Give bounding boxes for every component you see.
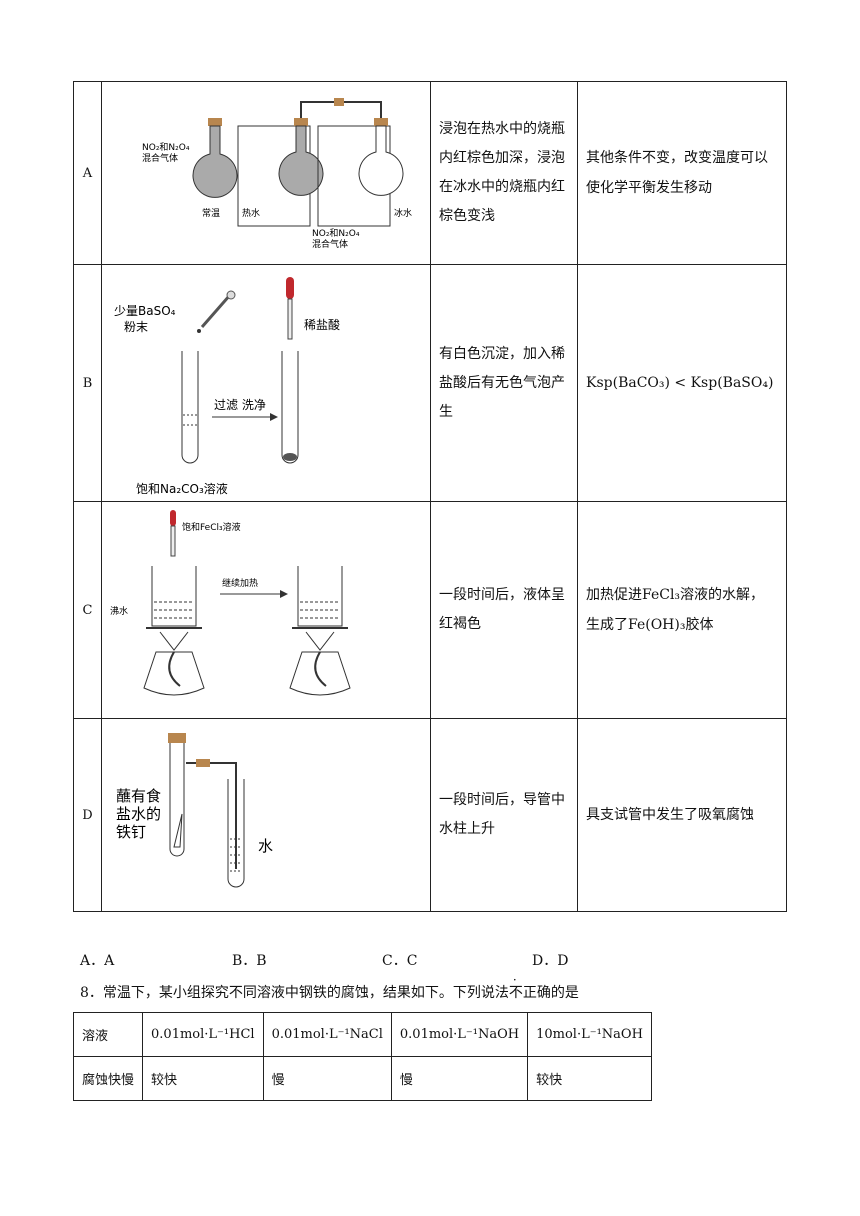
table-row: 溶液 0.01mol·L⁻¹HCl 0.01mol·L⁻¹NaCl 0.01mo… (72, 1012, 652, 1057)
conclusion-b: Ksp(BaCO₃) < Ksp(BaSO₄) (577, 264, 787, 502)
table-cell: 较快 (142, 1056, 264, 1101)
label-nail3: 铁钉 (116, 823, 146, 841)
row-label: C (73, 501, 102, 719)
label-gas2: 混合气体 (142, 152, 178, 164)
table-cell: 慢 (262, 1056, 392, 1101)
option-a[interactable]: A．A (80, 953, 115, 969)
label-gas4: 混合气体 (312, 238, 348, 250)
question-8-suffix: 的是 (550, 985, 579, 1001)
label-powder1: 少量BaSO₄ (114, 304, 176, 318)
conclusion-c: 加热促进FeCl₃溶液的水解，生成了Fe(OH)₃胶体 (577, 501, 787, 719)
row-d: D 蘸有食 盐水的 铁钉 水 一段时间后，导管中水柱上升 具支试管中发生了吸氧腐… (73, 718, 787, 912)
label-powder2: 粉末 (124, 320, 148, 334)
label-sat: 饱和Na₂CO₃溶液 (136, 481, 228, 496)
table-header-cell: 0.01mol·L⁻¹NaCl (262, 1012, 392, 1057)
figure-b: 少量BaSO₄ 粉末 稀盐酸 过滤 洗净 饱和Na₂CO₃溶液 (101, 264, 431, 502)
label-nail1: 蘸有食 (116, 787, 161, 805)
row-label: A (73, 81, 102, 265)
label-gas3: NO₂和N₂O₄ (312, 228, 360, 239)
row-label: B (73, 264, 102, 502)
label-heat: 继续加热 (222, 577, 258, 589)
conclusion-d: 具支试管中发生了吸氧腐蚀 (577, 718, 787, 912)
label-boil: 沸水 (110, 605, 128, 617)
label-gas1: NO₂和N₂O₄ (142, 142, 190, 153)
table-header-cell: 溶液 (72, 1012, 144, 1057)
label-nail2: 盐水的 (116, 805, 161, 823)
figure-c: 饱和FeCl₃溶液 沸水 继续加热 (101, 501, 431, 719)
row-c: C (73, 501, 787, 719)
option-c[interactable]: C．C (382, 953, 418, 969)
figure-a: NO₂和N₂O₄ 混合气体 常温 热水 冰水 NO₂和N₂O₄ 混合气体 (101, 81, 431, 265)
table-cell: 较快 (527, 1056, 652, 1101)
row-b: B 少量BaSO₄ 粉末 (73, 264, 787, 502)
conclusion-a: 其他条件不变，改变温度可以使化学平衡发生移动 (577, 81, 787, 265)
observation-d: 一段时间后，导管中水柱上升 (430, 718, 578, 912)
label-fecl3: 饱和FeCl₃溶液 (182, 521, 241, 533)
table-cell: 慢 (390, 1056, 529, 1101)
row-label: D (73, 718, 102, 912)
table-header-cell: 10mol·L⁻¹NaOH (527, 1012, 652, 1057)
label-room: 常温 (202, 207, 220, 219)
label-hot: 热水 (242, 207, 260, 219)
table-cell: 腐蚀快慢 (72, 1056, 144, 1101)
label-acid: 稀盐酸 (304, 317, 340, 332)
label-water: 水 (258, 837, 273, 855)
row-a: A NO₂和N₂O₄ 混合气体 常温 热水 (73, 81, 787, 265)
table-header-cell: 0.01mol·L⁻¹NaOH (390, 1012, 529, 1057)
option-d[interactable]: D．D (532, 953, 569, 969)
corrosion-table: 溶液 0.01mol·L⁻¹HCl 0.01mol·L⁻¹NaCl 0.01mo… (72, 1012, 652, 1101)
observation-c: 一段时间后，液体呈红褐色 (430, 501, 578, 719)
table-header-cell: 0.01mol·L⁻¹HCl (142, 1012, 264, 1057)
option-b[interactable]: B．B (232, 953, 267, 969)
experiment-table: A NO₂和N₂O₄ 混合气体 常温 热水 (73, 81, 787, 912)
question-8-emph: 不正确 (509, 985, 551, 1001)
label-ice: 冰水 (394, 207, 412, 219)
observation-b: 有白色沉淀，加入稀盐酸后有无色气泡产生 (430, 264, 578, 502)
question-8-prefix: 8．常温下，某小组探究不同溶液中钢铁的腐蚀，结果如下。下列说法 (80, 985, 509, 1001)
question-8: 8．常温下，某小组探究不同溶液中钢铁的腐蚀，结果如下。下列说法不正确的是 (80, 982, 579, 1002)
table-row: 腐蚀快慢 较快 慢 慢 较快 (72, 1056, 652, 1101)
observation-a: 浸泡在热水中的烧瓶内红棕色加深，浸泡在冰水中的烧瓶内红棕色变浅 (430, 81, 578, 265)
label-filter: 过滤 洗净 (214, 398, 266, 412)
figure-d: 蘸有食 盐水的 铁钉 水 (101, 718, 431, 912)
